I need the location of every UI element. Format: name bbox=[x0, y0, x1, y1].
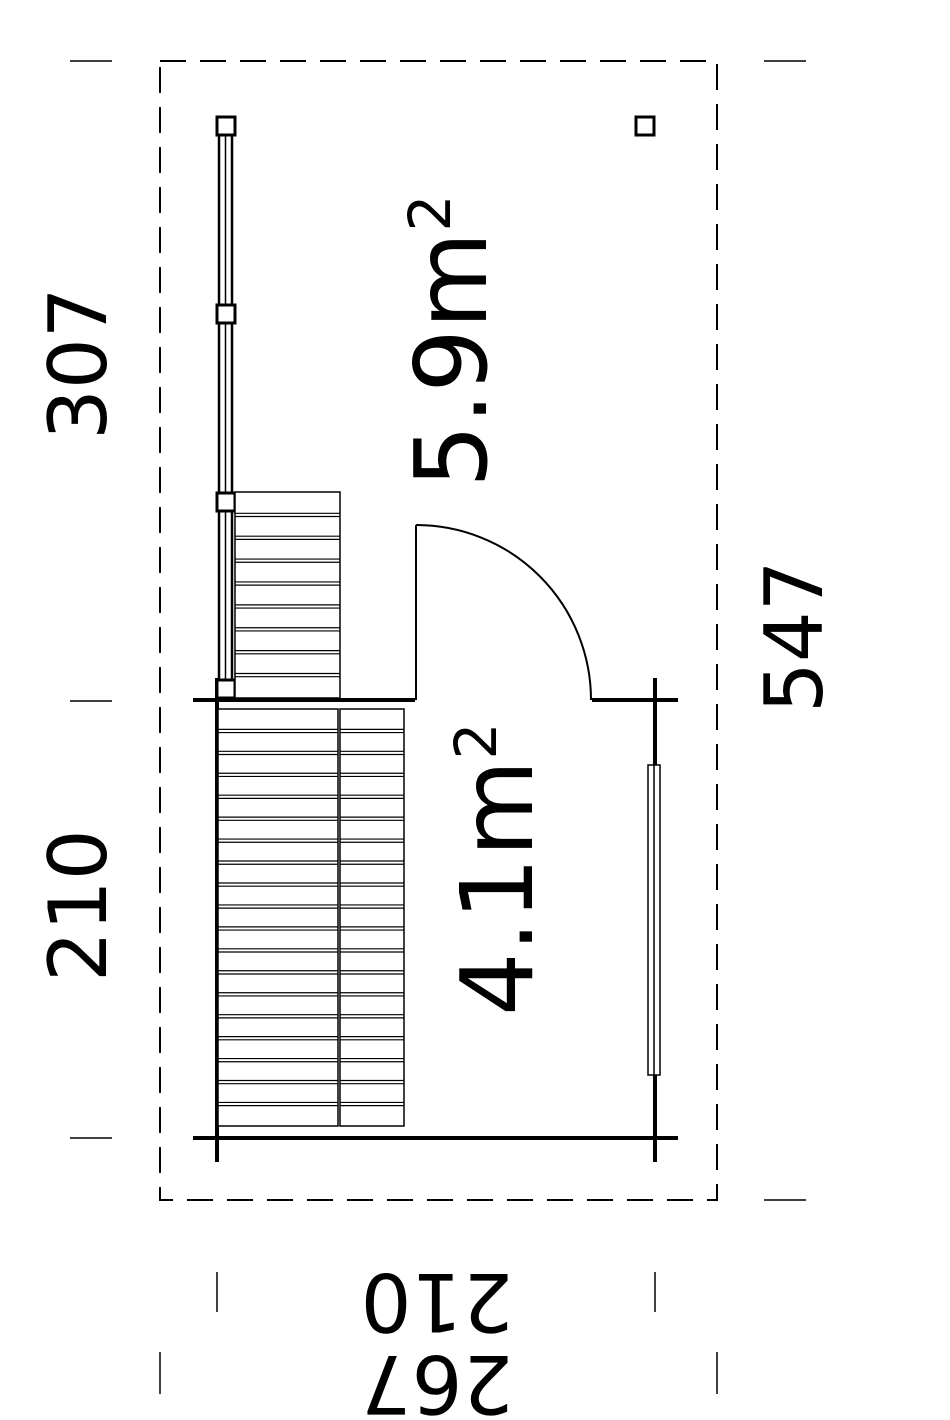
shelf-lower-right bbox=[340, 709, 404, 1126]
stairs-upper bbox=[235, 492, 340, 698]
shelf-lower-right-outline bbox=[340, 709, 404, 1126]
door bbox=[416, 525, 591, 700]
area-sup-lower: 2 bbox=[442, 723, 510, 760]
shelf-lower-left-outline bbox=[218, 709, 338, 1126]
area-value-upper: 5.9m bbox=[393, 232, 510, 488]
area-label-upper: 5.9m2 bbox=[393, 195, 510, 488]
dim-lower-depth: 210 bbox=[32, 829, 125, 982]
dim-upper-depth: 307 bbox=[32, 287, 125, 440]
area-value-lower: 4.1m bbox=[439, 760, 556, 1016]
dim-inner-width: 210 bbox=[361, 1255, 514, 1348]
area-sup-upper: 2 bbox=[396, 195, 464, 232]
railing bbox=[217, 117, 235, 698]
area-label-lower: 4.1m2 bbox=[439, 723, 556, 1016]
stairs-upper-outline bbox=[235, 492, 340, 698]
dim-total-depth: 547 bbox=[748, 560, 841, 713]
shelf-lower-left bbox=[218, 709, 338, 1126]
dim-total-width: 267 bbox=[361, 1337, 514, 1420]
window bbox=[648, 765, 660, 1075]
corner-post bbox=[636, 117, 654, 135]
